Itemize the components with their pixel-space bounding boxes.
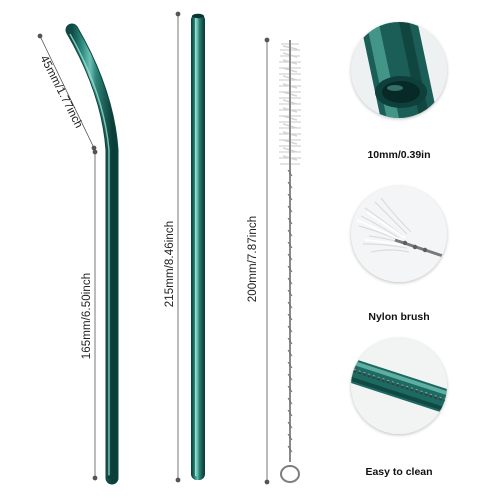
cleaning-brush — [279, 40, 301, 483]
brush-length-label: 200mm/7.87inch — [247, 215, 259, 303]
brush-in-straw-closeup — [351, 338, 447, 434]
dimension-lines — [37, 11, 270, 485]
brush-bristles-closeup — [351, 186, 447, 282]
feature-caption-easy-to-clean: Easy to clean — [365, 466, 433, 478]
bent-glass-straw — [65, 23, 119, 485]
straight-glass-straw — [191, 13, 205, 480]
feature-caption-diameter: 10mm/0.39in — [367, 149, 431, 161]
feature-caption-nylon-brush: Nylon brush — [368, 311, 430, 323]
bent-straw-bottom-length-label: 165mm/6.50inch — [81, 272, 93, 360]
straight-straw-length-label: 215mm/8.46inch — [164, 220, 176, 308]
straw-opening-closeup — [351, 22, 447, 118]
